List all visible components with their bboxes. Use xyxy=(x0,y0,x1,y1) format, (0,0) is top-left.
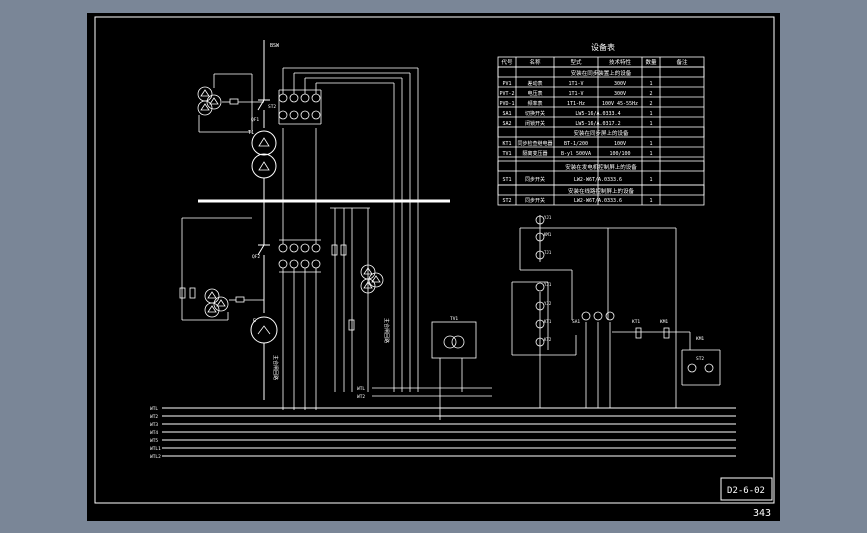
label-wtl2: WT2 xyxy=(357,394,365,400)
table-title: 设备表 xyxy=(591,42,615,52)
table-cell: 1 xyxy=(649,198,652,204)
bus-label: WT5 xyxy=(150,438,158,444)
bus-lines: WTL WT2 WT3 WT4 WT5 WTL1 WTL2 xyxy=(150,406,736,460)
table-cell: 300V xyxy=(614,81,626,87)
contact-label: YJ2 xyxy=(544,301,552,306)
bus-label: WT3 xyxy=(150,422,158,428)
table-cell: 1T1-V xyxy=(568,81,583,87)
table-cell: 频率表 xyxy=(527,100,542,107)
table-cell: SA1 xyxy=(502,111,511,117)
table-section-title: 安装在同步装置上的设备 xyxy=(571,69,632,77)
label-km1: KM1 xyxy=(660,319,668,325)
switch-st2-upper xyxy=(278,89,322,125)
transformer-t1-winding xyxy=(251,130,277,156)
table-header-code: 代号 xyxy=(501,58,513,66)
table-cell: 差动表 xyxy=(527,80,542,87)
control-wiring xyxy=(282,67,419,410)
table-cell: LW2-W6T/A.0333.6 xyxy=(574,177,622,183)
table-cell: PV1 xyxy=(502,81,511,87)
label-generator: G xyxy=(253,318,256,324)
label-qf1: QF1 xyxy=(251,117,259,123)
table-cell: 电压表 xyxy=(527,90,542,97)
table-section-title: 安装在同步屏上的设备 xyxy=(573,129,629,137)
table-cell: ST1 xyxy=(502,177,511,183)
voltage-transformer-middle xyxy=(360,264,384,294)
table-cell: 闭锁开关 xyxy=(525,120,545,127)
label-qf2: QF2 xyxy=(252,254,260,260)
contact-label: TJ1 xyxy=(544,250,552,255)
table-cell: TV1 xyxy=(502,151,511,157)
voltage-transformer-upper xyxy=(197,73,264,133)
table-cell: 100/100 xyxy=(609,151,630,157)
label-km1b: KM1 xyxy=(696,336,704,342)
table-cell: 同步开关 xyxy=(525,176,545,183)
drawing-code: D2-6-02 xyxy=(727,486,765,496)
table-section-title: 安装在线路控制屏上的设备 xyxy=(568,187,635,195)
contact-label: YJ1 xyxy=(544,282,552,287)
bus-label: WT4 xyxy=(150,430,158,436)
label-top-bus: BSW xyxy=(270,43,280,49)
table-header-spec: 技术特性 xyxy=(609,58,632,66)
table-cell: 1 xyxy=(649,151,652,157)
contact-label: KT1 xyxy=(544,319,552,324)
table-cell: ST2 xyxy=(502,198,511,204)
contact-label: KT2 xyxy=(544,337,552,342)
equipment-table: 设备表 代号 名称 型式 技术特性 数量 备注 安装在同步装置上的设备 PV1 … xyxy=(497,42,705,206)
table-cell: SA2 xyxy=(502,121,511,127)
table-cell: 100V 45-55Hz xyxy=(602,101,638,107)
table-cell: LW5-16/A.0317.2 xyxy=(575,121,620,127)
table-cell: 1 xyxy=(649,121,652,127)
table-cell: 同步开关 xyxy=(525,197,545,204)
table-section-title: 安装在发电机控制屏上的设备 xyxy=(565,163,637,171)
table-cell: KT1 xyxy=(502,141,511,147)
contact-label: KM1 xyxy=(544,232,552,237)
control-circuit: YJ1 KM1 TJ1 YJ1 YJ2 KT1 KT2 SA1 KT1 KM1 … xyxy=(511,215,721,408)
table-cell: LW2-W6T/A.0333.6 xyxy=(574,198,622,204)
table-cell: 切换开关 xyxy=(525,110,545,117)
table-cell: 1 xyxy=(649,141,652,147)
table-cell: PVD-1 xyxy=(499,101,514,107)
label-left-vertical: 主合闸回路 xyxy=(272,355,279,380)
bus-label: WTL xyxy=(150,406,158,412)
table-cell: 100V xyxy=(614,141,626,147)
bus-label: WT2 xyxy=(150,414,158,420)
table-cell: BT-1/200 xyxy=(564,141,588,147)
label-st2b: ST2 xyxy=(696,356,704,362)
page-number: 343 xyxy=(753,508,771,519)
contact-label: YJ1 xyxy=(544,215,552,220)
table-cell: PVT-2 xyxy=(499,91,514,97)
table-cell: B-yl 500VA xyxy=(561,151,591,157)
drawing-sheet xyxy=(87,13,780,521)
table-cell: 同步检查继电器 xyxy=(517,140,552,147)
table-header-note: 备注 xyxy=(676,58,688,66)
primary-circuit: BSW QF1 ST2 T1 QF2 G xyxy=(179,40,492,420)
voltage-transformer-lower xyxy=(179,217,264,321)
label-wtl1: WTL xyxy=(357,386,365,392)
transformer-tv1: TV1 xyxy=(431,316,477,420)
table-cell: LW5-16/A.0333.4 xyxy=(575,111,620,117)
title-block: D2-6-02 xyxy=(720,477,773,501)
table-cell: 300V xyxy=(614,91,626,97)
label-right-vertical: 主合闸回路 xyxy=(383,318,390,343)
bus-label: WTL2 xyxy=(150,454,161,460)
table-cell: 2 xyxy=(649,101,652,107)
label-tv1: TV1 xyxy=(450,316,458,322)
table-header-name: 名称 xyxy=(529,58,541,66)
table-cell: 1 xyxy=(649,81,652,87)
table-cell: 1T1-V xyxy=(568,91,583,97)
table-header-type: 型式 xyxy=(570,58,582,66)
drawing-border xyxy=(94,16,775,504)
table-cell: 隔离变压器 xyxy=(522,150,547,157)
table-header-qty: 数量 xyxy=(645,58,657,66)
label-st2: ST2 xyxy=(268,104,276,110)
table-cell: 2 xyxy=(649,91,652,97)
label-t1: T1 xyxy=(248,130,254,136)
table-cell: 1 xyxy=(649,111,652,117)
table-cell: 1T1-Hz xyxy=(567,101,585,107)
label-sa1: SA1 xyxy=(572,319,580,325)
bus-label: WTL1 xyxy=(150,446,161,452)
table-cell: 1 xyxy=(649,177,652,183)
label-kt1: KT1 xyxy=(632,319,640,325)
